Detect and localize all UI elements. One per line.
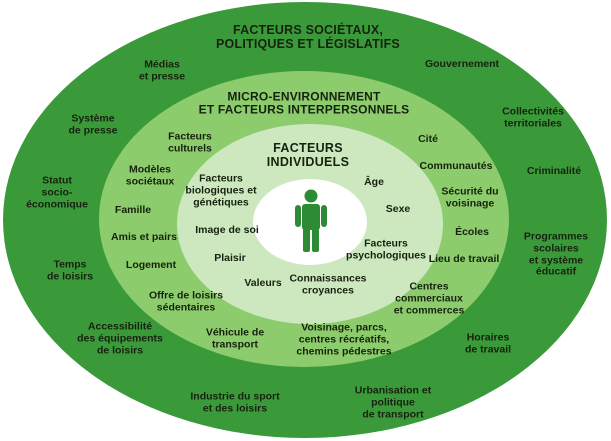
outer-item-medias: Médias et presse	[138, 58, 186, 82]
outer-item-programmes: Programmes scolaires et système éducatif	[523, 230, 589, 278]
middle-item-offre-loisirs: Offre de loisirs sédentaires	[148, 289, 224, 313]
outer-item-systeme-presse: Système de presse	[68, 112, 118, 136]
outer-item-temps-loisirs: Temps de loisirs	[46, 258, 94, 282]
middle-ring-title: MICRO-ENVIRONNEMENT ET FACTEURS INTERPER…	[198, 89, 410, 117]
outer-item-collectivites: Collectivités territoriales	[502, 105, 564, 129]
middle-item-amis: Amis et pairs	[111, 231, 177, 244]
outer-item-accessibilite: Accessibilité des équipements de loisirs	[77, 320, 163, 356]
outer-ring-title: FACTEURS SOCIÉTAUX, POLITIQUES ET LÉGISL…	[216, 23, 400, 51]
middle-item-securite: Sécurité du voisinage	[441, 185, 499, 209]
inner-item-psychologiques: Facteurs psychologiques	[346, 237, 426, 261]
inner-item-biologiques: Facteurs biologiques et génétiques	[185, 172, 257, 208]
inner-item-connaissances: Connaissances croyances	[289, 272, 367, 296]
middle-item-vehicule: Véhicule de transport	[205, 326, 265, 350]
inner-item-valeurs: Valeurs	[244, 277, 282, 290]
outer-item-gouvernement: Gouvernement	[424, 58, 500, 71]
middle-item-modeles: Modèles sociétaux	[125, 163, 175, 187]
middle-item-voisinage: Voisinage, parcs, centres récréatifs, ch…	[296, 321, 392, 357]
inner-item-image-soi: Image de soi	[195, 224, 259, 237]
middle-item-famille: Famille	[114, 204, 152, 217]
inner-ring-title: FACTEURS INDIVIDUELS	[266, 141, 350, 169]
outer-item-industrie: Industrie du sport et des loisirs	[190, 390, 280, 414]
middle-item-ecoles: Écoles	[455, 226, 489, 239]
middle-item-communautes: Communautés	[419, 160, 493, 173]
inner-item-sexe: Sexe	[385, 203, 411, 216]
outer-item-horaires: Horaires de travail	[464, 331, 512, 355]
inner-item-plaisir: Plaisir	[214, 252, 246, 265]
middle-item-facteurs-culturels: Facteurs culturels	[168, 130, 212, 154]
middle-item-logement: Logement	[125, 259, 177, 272]
outer-item-criminalite: Criminalité	[526, 165, 582, 178]
person-icon	[295, 189, 327, 252]
middle-item-cite: Cité	[418, 133, 438, 146]
middle-item-centres-commerciaux: Centres commerciaux et commerces	[393, 280, 465, 316]
inner-item-age: Âge	[364, 176, 384, 189]
middle-item-lieu-travail: Lieu de travail	[428, 253, 500, 266]
outer-item-urbanisation: Urbanisation et politique de transport	[354, 384, 432, 420]
outer-item-statut: Statut socio- économique	[26, 174, 88, 210]
